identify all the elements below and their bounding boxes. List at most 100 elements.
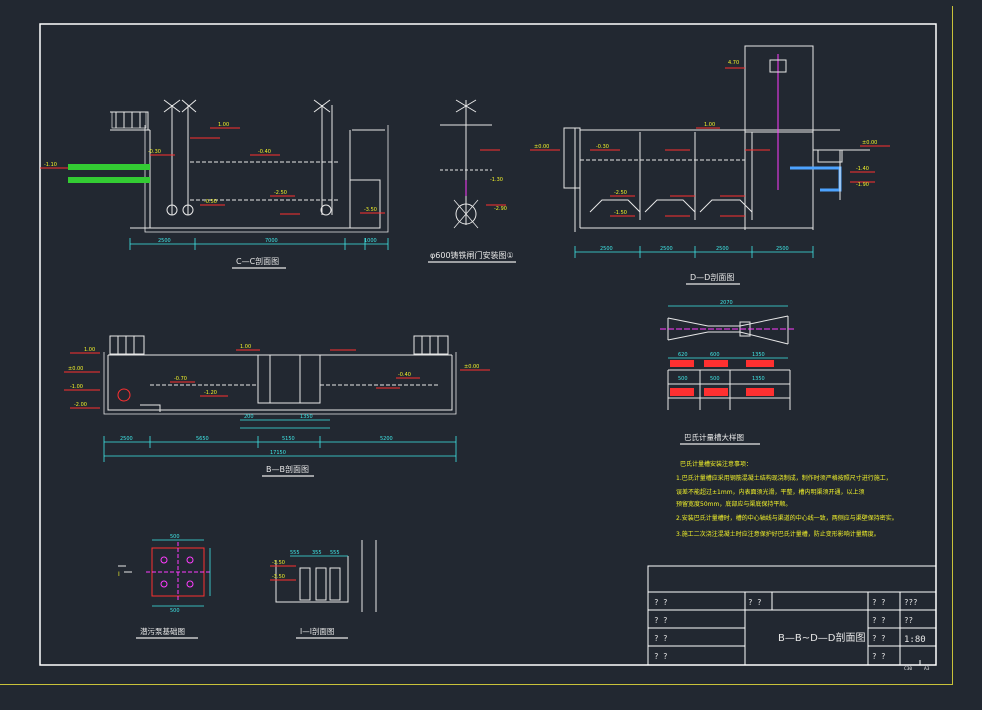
cc-dim-2: 7000 xyxy=(265,238,278,244)
parshall-label-inlet-top xyxy=(670,360,694,367)
parshall-dim-7: 1350 xyxy=(752,376,765,382)
bb-level-2: ±0.00 xyxy=(68,366,83,372)
cc-section-title: C—C剖面图 xyxy=(236,256,279,266)
section-dd xyxy=(530,45,890,258)
gate-view-title: φ600铸铁闸门安装图① xyxy=(430,250,514,260)
cc-dim-3: 1000 xyxy=(364,238,377,244)
tb-drawing-title: B—B~D—D剖面图 xyxy=(778,631,866,644)
parshall-dim-4: 1350 xyxy=(752,352,765,358)
notes-line-1: 1.巴氏计量槽应采用钢筋混凝土结构现浇制成，制作时须严格按照尺寸进行施工， xyxy=(676,474,892,482)
parshall-label-throat-top xyxy=(704,360,728,367)
parshall-dim-1: 2070 xyxy=(720,300,733,306)
pump-dim-bottom: 500 xyxy=(170,608,180,614)
parshall-title: 巴氏计量槽大样图 xyxy=(684,432,744,442)
section-cc xyxy=(40,99,389,250)
bb-dim-6: 1350 xyxy=(300,414,313,420)
dd-level-7: -1.90 xyxy=(856,182,869,188)
cc-level-top: 1.00 xyxy=(218,122,229,128)
dd-dim-2: 2500 xyxy=(660,246,673,252)
dd-level-3: ±0.00 xyxy=(534,144,549,150)
dd-level-4: -0.30 xyxy=(596,144,609,150)
dd-level-9: -1.50 xyxy=(614,210,627,216)
bb-level-9: 1.00 xyxy=(240,344,251,350)
tb-scale: 1:80 xyxy=(904,635,926,645)
dd-dim-3: 2500 xyxy=(716,246,729,252)
tb-footer-1: C30 xyxy=(904,666,912,672)
dd-section-title: D—D剖面图 xyxy=(690,272,734,282)
bb-level-8: ±0.00 xyxy=(464,364,479,370)
parshall-dim-6: 500 xyxy=(710,376,720,382)
bb-dim-1: 2500 xyxy=(120,436,133,442)
dd-dim-4: 2500 xyxy=(776,246,789,252)
bb-level-7: -0.40 xyxy=(398,372,411,378)
section11-dim-1: 555 xyxy=(290,550,300,556)
bb-dim-3: 5150 xyxy=(282,436,295,442)
bb-section-title: B—B剖面图 xyxy=(266,464,309,474)
cc-level-4: -2.50 xyxy=(274,190,287,196)
title-block xyxy=(647,565,937,666)
notes-line-2: 误差不能超过±1mm，内表面须光滑，平整，槽内明渠须开通，以上须 xyxy=(676,488,865,496)
section11-title: Ⅰ—Ⅰ剖面图 xyxy=(300,626,334,636)
dd-level-2: 1.00 xyxy=(704,122,715,128)
section11-dim-3: 555 xyxy=(330,550,340,556)
section11-level-2: -3.50 xyxy=(272,574,285,580)
section-bb xyxy=(64,335,490,462)
pump-cut-label: Ⅰ xyxy=(118,571,120,578)
parshall-dim-3: 600 xyxy=(710,352,720,358)
parshall-label-outlet-top xyxy=(746,360,774,367)
notes-line-4: 2.安装巴氏计量槽时，槽的中心轴线与渠道的中心线一致，两侧应与渠壁保持密实。 xyxy=(676,514,898,522)
bb-level-5: -1.00 xyxy=(70,384,83,390)
tb-right-cell-3: ? ? xyxy=(872,634,886,643)
parshall-dim-2: 620 xyxy=(678,352,688,358)
gate-level-1: -1.30 xyxy=(490,177,503,183)
parshall-flume-view xyxy=(660,305,796,410)
tb-left-cell-1: ? ? xyxy=(654,598,668,607)
dd-level-5: ±0.00 xyxy=(862,140,877,146)
tb-footer-2: A3 xyxy=(924,666,930,672)
notes-line-3: 预留宽度50mm，底部应与渠底保持平顺。 xyxy=(676,500,791,508)
cc-level-5: -3.50 xyxy=(364,207,377,213)
drawing-frame xyxy=(39,23,937,666)
notes-heading: 巴氏计量槽安装注意事项： xyxy=(680,460,752,468)
cc-level-6: -1.10 xyxy=(44,162,57,168)
pump-foundation-view xyxy=(118,539,211,607)
notes-line-5: 3.施工二次浇注混凝土时应注意保护好巴氏计量槽，防止变形影响计量精度。 xyxy=(676,530,880,538)
parshall-label-throat xyxy=(704,388,728,396)
parshall-label-inlet xyxy=(670,388,694,396)
gate-install-view xyxy=(440,99,506,229)
section11-dim-2: 355 xyxy=(312,550,322,556)
bb-level-3: -0.70 xyxy=(174,376,187,382)
gate-level-2: -2.90 xyxy=(494,206,507,212)
bb-level-1: 1.00 xyxy=(84,347,95,353)
cc-level-2: -0.40 xyxy=(258,149,271,155)
parshall-label-outlet xyxy=(746,388,774,396)
bb-dim-2: 5650 xyxy=(196,436,209,442)
dd-level-6: -1.40 xyxy=(856,166,869,172)
tb-left-cell-3: ? ? xyxy=(654,634,668,643)
tb-right-cell-2: ? ? xyxy=(872,616,886,625)
section11-level-1: -3.50 xyxy=(272,560,285,566)
bb-dim-5: 200 xyxy=(244,414,254,420)
tb-mid-cell: ? ? xyxy=(748,598,762,607)
bb-dim-4: 5200 xyxy=(380,436,393,442)
dd-level-1: 4.70 xyxy=(728,60,739,66)
tb-left-cell-4: ? ? xyxy=(654,652,668,661)
tb-left-cell-2: ? ? xyxy=(654,616,668,625)
tb-right-cell-1: ? ? xyxy=(872,598,886,607)
tb-right-value-2: ?? xyxy=(904,616,913,625)
pump-title: 潜污泵基础图 xyxy=(140,626,185,636)
cc-level-3: -0.50 xyxy=(204,199,217,205)
pump-dim-top: 500 xyxy=(170,534,180,540)
tb-right-cell-4: ? ? xyxy=(872,652,886,661)
bb-level-4: -1.20 xyxy=(204,390,217,396)
dd-dim-1: 2500 xyxy=(600,246,613,252)
dd-level-8: -2.50 xyxy=(614,190,627,196)
section-11-view xyxy=(270,540,377,612)
bb-dim-total: 17150 xyxy=(270,450,286,456)
notes-block: 巴氏计量槽安装注意事项： 1.巴氏计量槽应采用钢筋混凝土结构现浇制成，制作时须严… xyxy=(676,460,898,538)
tb-right-value-1: ??? xyxy=(904,598,918,607)
bb-level-6: -2.00 xyxy=(74,402,87,408)
parshall-dim-5: 500 xyxy=(678,376,688,382)
cc-dim-1: 2500 xyxy=(158,238,171,244)
